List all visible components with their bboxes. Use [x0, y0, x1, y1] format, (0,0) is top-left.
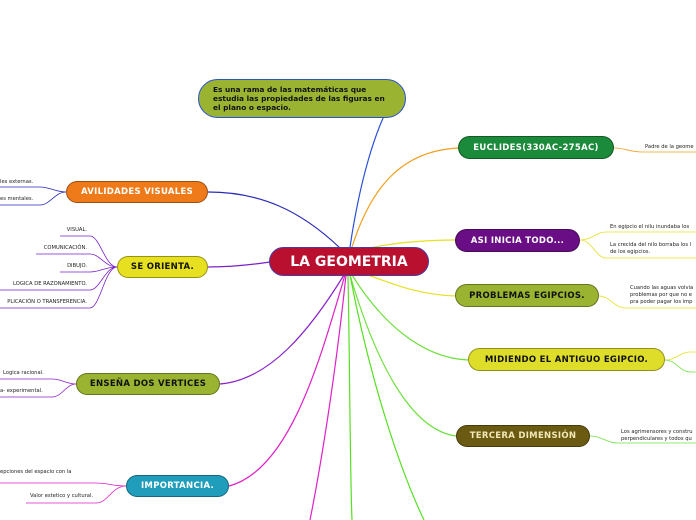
connector-bottom-1: [347, 274, 353, 520]
connector-bottom-2: [349, 274, 425, 520]
ensena-leaf-2: a- experimental.: [0, 388, 43, 394]
importancia-label: IMPORTANCIA.: [140, 481, 215, 491]
connector-problemas-leaf: [598, 295, 696, 309]
connector-orienta-leaf1: [60, 235, 118, 268]
connector-bottom-3: [309, 274, 347, 520]
tercera-label: TERCERA DIMENSIÓN: [469, 431, 577, 441]
connector-tercera: [349, 274, 457, 437]
importancia-node[interactable]: IMPORTANCIA.: [126, 475, 229, 497]
ensena-leaf-1: Logica racional.: [3, 370, 44, 376]
orienta-label: SE ORIENTA.: [130, 262, 195, 272]
connector-ensena: [219, 274, 345, 385]
midiendo-node[interactable]: MIDIENDO EL ANTIGUO EGIPCIO.: [468, 348, 665, 371]
connector-importancia-leaf2: [26, 485, 127, 504]
ensena-node[interactable]: ENSEÑA DOS VERTICES: [76, 373, 220, 395]
connector-avilidades-leaf1: [0, 186, 67, 193]
connector-euclides-leaf: [613, 147, 696, 153]
connector-tercera-leaf: [589, 435, 696, 444]
tercera-leaf-a: Los agrimensores y constru: [621, 429, 693, 435]
connector-avilidades-leaf2: [0, 191, 67, 206]
connector-orienta: [207, 261, 271, 268]
connector-midiendo: [351, 274, 469, 361]
connector-importancia-leaf1: [0, 482, 127, 487]
orienta-leaf: COMUNICACIÓN.: [43, 245, 87, 251]
asi-inicia-leaf-2b: de los egipcios.: [610, 249, 651, 255]
connector-midiendo-leaf2: [664, 359, 696, 373]
avilidades-label: AVILIDADES VISUALES: [80, 187, 194, 197]
definition-text: Es una rama de las matemáticas que estud…: [213, 84, 385, 113]
asi-inicia-node[interactable]: ASI INICIA TODO...: [455, 229, 580, 252]
euclides-leaf: Padre de la geome: [645, 144, 694, 150]
orienta-node[interactable]: SE ORIENTA.: [117, 256, 208, 278]
problemas-leaf-c: pra poder pagar los imp: [630, 299, 693, 305]
importancia-leaf-2: Valor estetico y cultural.: [30, 493, 94, 499]
euclides-node[interactable]: EUCLIDES(330AC-275AC): [458, 136, 614, 159]
problemas-node[interactable]: PROBLEMAS EGIPCIOS.: [455, 284, 599, 307]
asi-inicia-label: ASI INICIA TODO...: [470, 235, 565, 246]
connector-orienta-leaf3: [60, 266, 118, 273]
problemas-leaf-b: problemas por que no e: [630, 292, 692, 298]
connector-asi-leaf1: [579, 231, 696, 241]
orienta-leaf: LOGICA DE RAZONAMIENTO.: [13, 281, 87, 287]
avilidades-node[interactable]: AVILIDADES VISUALES: [66, 181, 208, 203]
ensena-label: ENSEÑA DOS VERTICES: [89, 379, 207, 389]
connector-ensena-leaf1: [0, 378, 77, 385]
asi-inicia-leaf-1: En egipcio el nilu inundaba los: [610, 224, 690, 230]
connector-orienta-leaf2: [36, 253, 118, 268]
orienta-leaf: VISUAL.: [66, 227, 87, 233]
importancia-leaf-1: epciones del espacio con la: [0, 469, 72, 475]
connector-avilidades: [207, 191, 341, 249]
definition-node[interactable]: Es una rama de las matemáticas que estud…: [198, 79, 406, 118]
asi-inicia-leaf-2a: La crecida del nilo borraba los l: [610, 242, 692, 248]
avilidades-leaf-1: les externas.: [0, 179, 34, 185]
avilidades-leaf-2: es mentales.: [0, 196, 34, 202]
connector-problemas: [359, 271, 457, 297]
tercera-node[interactable]: TERCERA DIMENSIÓN: [456, 425, 590, 447]
connector-midiendo-leaf1: [664, 351, 696, 361]
root-node[interactable]: LA GEOMETRIA: [269, 247, 429, 276]
tercera-leaf-b: perpendiculares y todos qu: [621, 436, 692, 442]
connector-orienta-leaf5: [0, 266, 118, 309]
problemas-label: PROBLEMAS EGIPCIOS.: [469, 290, 585, 301]
euclides-label: EUCLIDES(330AC-275AC): [473, 142, 599, 153]
problemas-leaf-a: Cuando las aguas volvia: [630, 285, 694, 291]
midiendo-label: MIDIENDO EL ANTIGUO EGIPCIO.: [484, 354, 649, 365]
connector-asi-leaf2: [579, 239, 696, 259]
orienta-leaf: DIBUJO.: [67, 263, 87, 269]
connector-ensena-leaf2: [0, 383, 77, 398]
connector-euclides: [351, 147, 461, 248]
orienta-leaf: PLICACIÓN O TRANSFERENCIA.: [7, 299, 87, 305]
connector-definition: [349, 99, 393, 248]
root-label: LA GEOMETRIA: [290, 253, 408, 270]
connector-importancia: [228, 274, 346, 487]
